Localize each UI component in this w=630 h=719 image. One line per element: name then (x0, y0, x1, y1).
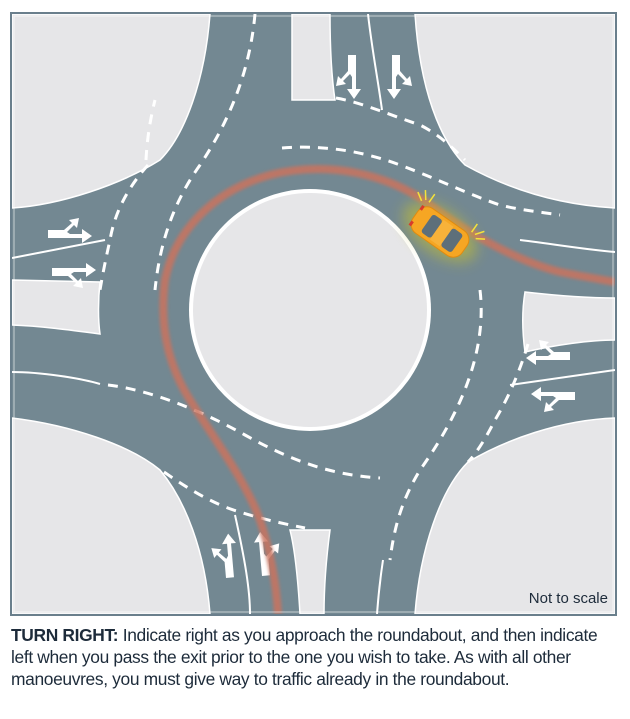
splitter-south (289, 529, 331, 614)
land-bottom-right (414, 417, 615, 614)
caption: TURN RIGHT: Indicate right as you approa… (11, 624, 623, 690)
car (403, 190, 486, 263)
caption-body: Indicate right as you approach the round… (11, 625, 598, 689)
roundabout-diagram (10, 12, 617, 616)
splitter-north (291, 14, 336, 101)
central-island (193, 193, 427, 427)
caption-lead: TURN RIGHT: (11, 625, 119, 645)
land-top-left (12, 14, 211, 209)
scale-note: Not to scale (528, 590, 608, 607)
splitter-west (12, 279, 101, 335)
lane-markings-dashed (98, 14, 561, 561)
left-indicator-flash-icon (417, 190, 486, 240)
vehicle-path (159, 165, 615, 614)
splitter-east (522, 291, 615, 353)
lane-dividers (12, 14, 615, 614)
land-bottom-left (12, 417, 211, 614)
